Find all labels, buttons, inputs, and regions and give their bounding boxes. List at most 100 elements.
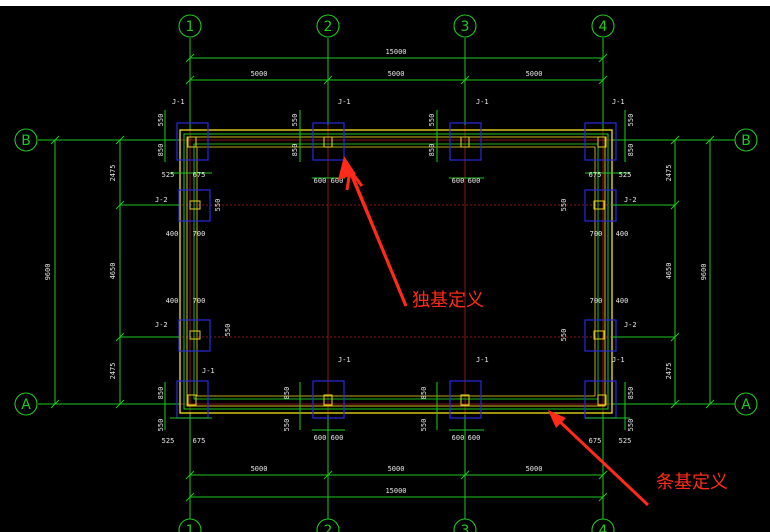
right-part-1: 2475 [665,165,673,182]
dim-a2-600b: 600 [331,434,344,442]
dim-a3-600a: 600 [452,434,465,442]
axis-bubble-col-1: 1 [178,14,202,38]
dim-lu-550a: 550 [214,199,222,212]
svg-text:B: B [21,133,31,149]
svg-text:1: 1 [186,19,195,35]
dim-a3-850: 850 [420,387,428,400]
label-left-lower-j2: J-2 [155,321,168,329]
dim-rl-400: 400 [616,297,629,305]
right-part-2: 4650 [665,263,673,280]
top-span-1: 5000 [251,70,268,78]
footing-a2 [312,380,345,419]
dim-b2-550: 550 [291,114,299,127]
footing-left-lower [178,319,211,352]
isolated-footing-label: 独基定义 [412,290,484,311]
axis-bubble-col-3-bottom: 3 [453,518,477,532]
label-b1-j1: J-1 [172,98,185,106]
left-part-1: 2475 [109,165,117,182]
strip-footing [179,129,613,414]
dim-ll-550: 550 [224,324,232,337]
dim-rl-700: 700 [590,297,603,305]
dim-ll-400: 400 [166,297,179,305]
dim-b4-850: 850 [627,144,635,157]
isolated-footings [176,122,617,419]
dim-lu-400: 400 [166,230,179,238]
footing-b3 [449,122,482,161]
axis-bubble-col-1-bottom: 1 [178,518,202,532]
bottom-span-2: 5000 [388,465,405,473]
dim-b4-525: 525 [619,171,632,179]
dim-b1-550: 550 [157,114,165,127]
footing-b1 [176,122,209,161]
dim-a3-600b: 600 [468,434,481,442]
footing-right-lower [584,319,617,352]
dim-a3-550: 550 [420,419,428,432]
dim-ru-550: 550 [560,199,568,212]
dim-b4-675: 675 [589,171,602,179]
side-dimensions [50,135,715,409]
axis-bubble-col-3: 3 [453,14,477,38]
axis-bubble-row-b-left: B [14,128,38,152]
dim-b3-550: 550 [428,114,436,127]
grid-lines [38,38,735,520]
footing-a3 [449,380,482,419]
strip-footing-label: 条基定义 [656,472,728,493]
dim-b2-600b: 600 [331,177,344,185]
bottom-total-dim: 15000 [385,487,406,495]
dim-lu-700: 700 [193,230,206,238]
dim-a2-600a: 600 [314,434,327,442]
label-b4-j1: J-1 [612,98,625,106]
axis-bubble-row-a-left: A [14,392,38,416]
label-left-upper-j2: J-2 [155,196,168,204]
label-a4-j1: J-1 [612,356,625,364]
svg-text:3: 3 [461,523,470,532]
dim-a1-525: 525 [162,437,175,445]
dim-a1-850: 850 [157,387,165,400]
left-total-dim: 9600 [44,264,52,281]
label-a3-j1: J-1 [476,356,489,364]
dim-ll-700: 700 [193,297,206,305]
svg-text:2: 2 [324,523,333,532]
dim-rl-550: 550 [560,329,568,342]
top-edge-bar [0,0,770,6]
svg-text:A: A [21,397,31,413]
svg-text:2: 2 [324,19,333,35]
top-dimensions [185,53,608,85]
axis-bubble-col-2-bottom: 2 [316,518,340,532]
svg-text:4: 4 [599,19,608,35]
right-part-3: 2475 [665,363,673,380]
left-part-3: 2475 [109,363,117,380]
dim-b4-550: 550 [627,114,635,127]
svg-text:1: 1 [186,523,195,532]
label-b2-j1: J-1 [338,98,351,106]
label-a2-j1: J-1 [338,356,351,364]
dim-b1-850: 850 [157,144,165,157]
dim-b3-600a: 600 [452,177,465,185]
dim-a4-675: 675 [589,437,602,445]
dim-b3-850: 850 [428,144,436,157]
bottom-span-1: 5000 [251,465,268,473]
axis-bubble-row-b-right: B [734,128,758,152]
dim-a4-550: 550 [627,419,635,432]
bottom-span-3: 5000 [526,465,543,473]
dim-a2-850: 850 [283,387,291,400]
dim-b2-600a: 600 [314,177,327,185]
axis-bubble-row-a-right: A [734,392,758,416]
dim-b1-525: 525 [162,171,175,179]
svg-text:B: B [741,133,751,149]
bottom-dimensions [185,470,608,502]
top-span-3: 5000 [526,70,543,78]
label-right-upper-j2: J-2 [624,196,637,204]
dim-a2-550: 550 [283,419,291,432]
dim-b2-850: 850 [291,144,299,157]
dim-ru-700: 700 [590,230,603,238]
left-part-2: 4650 [109,263,117,280]
svg-text:3: 3 [461,19,470,35]
footing-detail-dims-top [164,110,630,431]
axis-bubble-col-4: 4 [591,14,615,38]
axis-bubble-col-2: 2 [316,14,340,38]
annotation-arrow-strip [548,410,650,507]
top-total-dim: 15000 [385,48,406,56]
label-b3-j1: J-1 [476,98,489,106]
